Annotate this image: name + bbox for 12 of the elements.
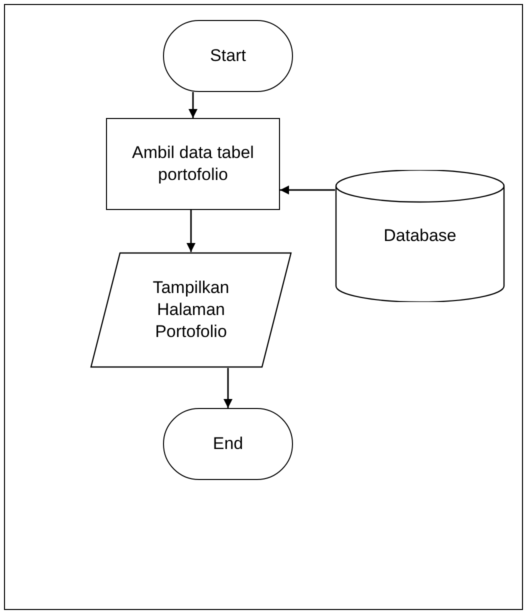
node-label: Start — [210, 45, 246, 67]
database-cylinder — [335, 170, 505, 302]
arrow — [224, 368, 232, 408]
arrow — [280, 186, 335, 194]
node-label: Ambil data tabel portofolio — [131, 142, 255, 186]
arrow — [188, 92, 198, 118]
node-label: Tampilkan Halaman Portofolio — [152, 277, 230, 343]
process-box — [106, 118, 280, 210]
data-parallelogram — [90, 252, 292, 368]
node-label: Database — [384, 225, 456, 247]
arrow — [186, 210, 196, 252]
node-label: End — [212, 433, 244, 455]
